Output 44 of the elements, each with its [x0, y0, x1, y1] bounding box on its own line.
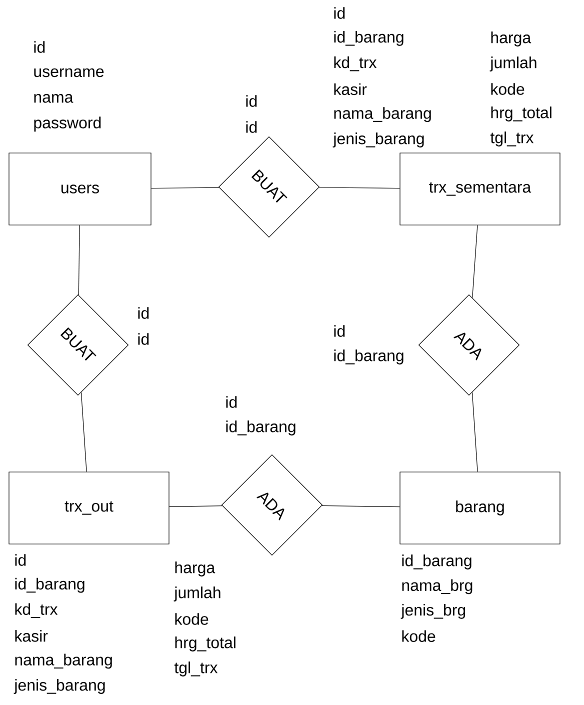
entity-box: barang	[400, 472, 560, 544]
connector-line	[472, 225, 478, 298]
attribute-label: jenis_brg	[400, 604, 466, 619]
attribute-label: id_barang	[334, 350, 404, 364]
attribute-label: jumlah	[490, 56, 536, 72]
attribute-label: nama	[34, 94, 74, 103]
attribute-label: username	[34, 68, 104, 78]
attribute-label: id	[34, 41, 45, 53]
attribute-label: hrg_total	[491, 106, 552, 122]
attribute-label: password	[34, 116, 101, 132]
attribute-label: id	[334, 7, 345, 19]
connector-line	[318, 187, 400, 189]
connector-line	[169, 506, 222, 507]
attribute-label: kasir	[15, 630, 48, 642]
attribute-label: id	[226, 396, 237, 408]
attribute-label: id_barang	[334, 30, 404, 46]
connector-line	[80, 392, 87, 472]
connector-line	[151, 187, 220, 189]
attribute-label: id	[246, 95, 257, 107]
entity-box: trx_sementara	[400, 152, 560, 226]
attribute-label: nama_barang	[15, 654, 112, 669]
attribute-label: harga	[491, 32, 532, 46]
attribute-label: nama_barang	[334, 107, 431, 122]
entity-box: trx_out	[8, 472, 170, 544]
attribute-label: kd_trx	[15, 603, 58, 618]
attribute-label: jenis_barang	[14, 679, 105, 694]
attribute-label: jenis_barang	[332, 132, 424, 148]
attribute-label: harga	[175, 562, 216, 576]
attribute-label: hrg_total	[175, 636, 236, 652]
attribute-label: kode	[175, 613, 208, 625]
connector-line	[472, 392, 478, 472]
attribute-label: kd_trx	[334, 56, 377, 72]
attribute-label: id_barang	[226, 420, 296, 436]
attribute-label: kasir	[334, 83, 367, 96]
entity-box: users	[8, 152, 152, 226]
attribute-label: tgl_trx	[174, 662, 218, 676]
attribute-label: nama_brg	[402, 579, 472, 594]
attribute-label: kode	[491, 83, 524, 95]
attribute-label: jumlah	[174, 586, 220, 602]
connector-line	[78, 225, 80, 296]
attribute-label: id	[334, 325, 345, 337]
attribute-label: kode	[402, 630, 436, 642]
connector-line	[322, 505, 400, 508]
attribute-label: id_barang	[15, 578, 84, 593]
